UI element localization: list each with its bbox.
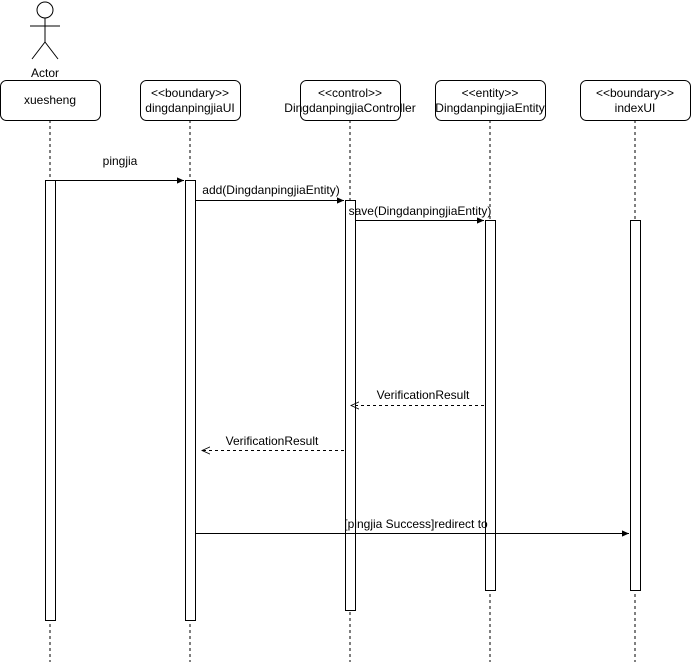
participant-xuesheng: xuesheng <box>0 80 101 121</box>
message-pingjia-label: pingjia <box>103 154 138 168</box>
participant-controller: <<control>> DingdanpingjiaController <box>284 80 416 121</box>
participant-index-ui: <<boundary>> indexUI <box>580 80 691 121</box>
actor-label: Actor <box>31 66 59 80</box>
actor-left-leg <box>31 41 46 60</box>
activation-entity <box>485 220 496 591</box>
message-redirect-label: [pingjia Success]redirect to <box>344 517 488 531</box>
participant-dingdanpingjia-ui: <<boundary>> dingdanpingjiaUI <box>140 80 241 121</box>
participant-name: xuesheng <box>24 93 76 107</box>
participant-name: DingdanpingjiaEntity <box>435 101 544 115</box>
actor-head <box>36 1 54 19</box>
activation-index-ui <box>630 220 641 591</box>
message-add-label: add(DingdanpingjiaEntity) <box>202 183 339 197</box>
activation-xuesheng <box>45 180 56 621</box>
participant-entity: <<entity>> DingdanpingjiaEntity <box>435 80 546 121</box>
activation-controller <box>345 200 356 611</box>
actor-right-leg <box>44 41 59 60</box>
participant-name: DingdanpingjiaController <box>284 101 415 115</box>
activation-dingdanpingjia-ui <box>185 180 196 621</box>
participant-stereotype: <<boundary>> <box>151 86 229 100</box>
participant-name: indexUI <box>615 101 656 115</box>
message-save-label: save(DingdanpingjiaEntity) <box>349 204 492 218</box>
participant-stereotype: <<boundary>> <box>596 86 674 100</box>
participant-name: dingdanpingjiaUI <box>145 101 234 115</box>
message-controller-return-label: VerificationResult <box>226 434 319 448</box>
message-entity-return-label: VerificationResult <box>377 388 470 402</box>
actor-figure <box>30 1 60 60</box>
participant-stereotype: <<entity>> <box>462 86 519 100</box>
participant-stereotype: <<control>> <box>318 86 382 100</box>
